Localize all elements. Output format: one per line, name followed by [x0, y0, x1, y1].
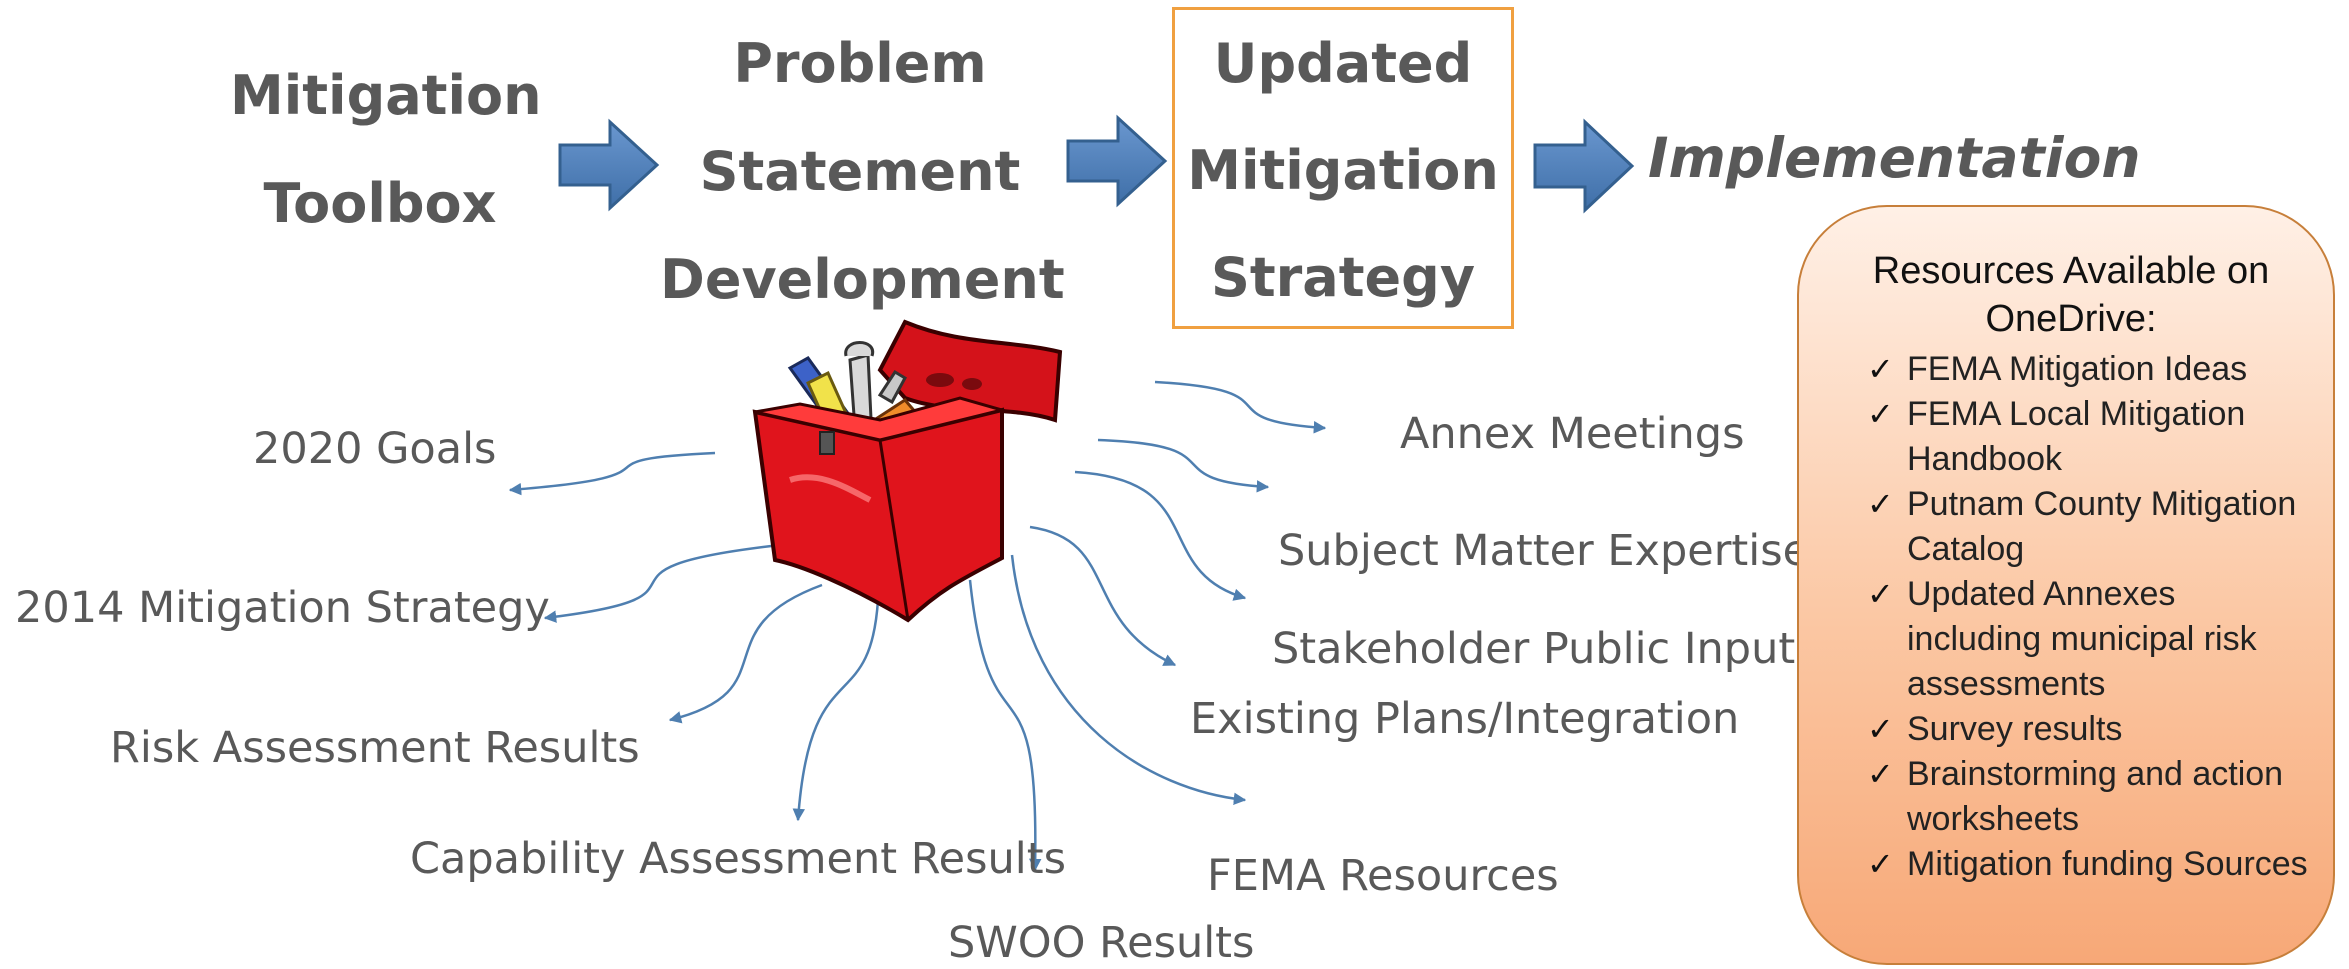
resource-item-label: Putnam County Mitigation Catalog: [1907, 485, 2297, 568]
list-item: ✓ Survey results: [1827, 707, 2315, 752]
connector-arrow: [1029, 525, 1177, 667]
resources-list: ✓ FEMA Mitigation Ideas ✓ FEMA Local Mitig…: [1827, 347, 2315, 887]
source-label-annex-meetings: Annex Meetings: [1400, 409, 1745, 459]
flow-step-line: Problem: [733, 32, 987, 95]
source-label-swoo: SWOO Results: [948, 918, 1255, 968]
flow-step-line: Mitigation: [230, 64, 542, 127]
flow-step-updated-strategy: Updated Mitigation Strategy: [1172, 7, 1514, 329]
source-label-risk-assessment: Risk Assessment Results: [110, 723, 640, 773]
list-item: ✓ Putnam County Mitigation Catalog: [1827, 482, 2315, 572]
source-label-capability-assessment: Capability Assessment Results: [410, 834, 1067, 884]
flow-step-implementation: Implementation: [1648, 126, 2141, 190]
resource-item-label: Updated Annexes including municipal risk…: [1907, 575, 2257, 703]
flow-step-line: Statement: [699, 140, 1021, 203]
flow-arrow-icon: [1066, 114, 1168, 208]
checkmark-icon: ✓: [1867, 576, 1894, 612]
list-item: ✓ FEMA Mitigation Ideas: [1827, 347, 2315, 392]
checkmark-icon: ✓: [1867, 351, 1894, 387]
resource-item-label: Mitigation funding Sources: [1907, 845, 2308, 883]
connector-arrow: [1097, 438, 1270, 493]
source-label-existing-plans: Existing Plans/Integration: [1190, 694, 1740, 744]
resource-item-label: Brainstorming and action worksheets: [1907, 755, 2284, 838]
checkmark-icon: ✓: [1867, 711, 1894, 747]
connector-arrow: [1154, 380, 1327, 434]
resources-panel: Resources Available on OneDrive: ✓ FEMA M…: [1797, 205, 2335, 965]
list-item: ✓ Brainstorming and action worksheets: [1827, 752, 2315, 842]
checkmark-icon: ✓: [1867, 486, 1894, 522]
flow-step-problem-statement: Problem Statement Development: [660, 10, 1065, 334]
checkmark-icon: ✓: [1867, 756, 1894, 792]
resource-item-label: FEMA Mitigation Ideas: [1907, 350, 2248, 388]
resources-title: Resources Available on OneDrive:: [1872, 250, 2270, 340]
source-label-2020-goals: 2020 Goals: [253, 424, 497, 474]
connector-arrow: [792, 599, 880, 822]
flow-step-mitigation-toolbox: Mitigation Toolbox: [230, 42, 542, 258]
source-label-stakeholder-input: Stakeholder Public Input: [1272, 624, 1796, 674]
flow-step-line: Development: [660, 248, 1065, 311]
connector-arrow: [968, 579, 1042, 872]
source-label-2014-strategy: 2014 Mitigation Strategy: [15, 583, 550, 633]
source-label-subject-matter: Subject Matter Expertise: [1278, 526, 1810, 576]
flow-step-line: Updated: [1213, 32, 1473, 95]
list-item: ✓ Updated Annexes including municipal ris…: [1827, 572, 2315, 707]
list-item: ✓ Mitigation funding Sources: [1827, 842, 2315, 887]
connector-arrow: [543, 543, 781, 623]
connector-arrow: [1074, 470, 1247, 601]
connector-arrow: [668, 583, 823, 724]
flow-step-line: Toolbox: [263, 172, 497, 235]
flow-step-line: Strategy: [1210, 246, 1476, 309]
resource-item-label: Survey results: [1907, 710, 2123, 748]
connector-arrow: [1010, 554, 1247, 806]
list-item: ✓ FEMA Local Mitigation Handbook: [1827, 392, 2315, 482]
checkmark-icon: ✓: [1867, 846, 1894, 882]
source-label-fema-resources: FEMA Resources: [1207, 851, 1559, 901]
flow-step-line: Mitigation: [1187, 139, 1499, 202]
connector-arrow: [508, 451, 716, 496]
flow-arrow-icon: [558, 118, 660, 212]
resource-item-label: FEMA Local Mitigation Handbook: [1907, 395, 2246, 478]
checkmark-icon: ✓: [1867, 396, 1894, 432]
flow-arrow-icon: [1533, 118, 1635, 214]
toolbox-icon: [752, 319, 1063, 623]
